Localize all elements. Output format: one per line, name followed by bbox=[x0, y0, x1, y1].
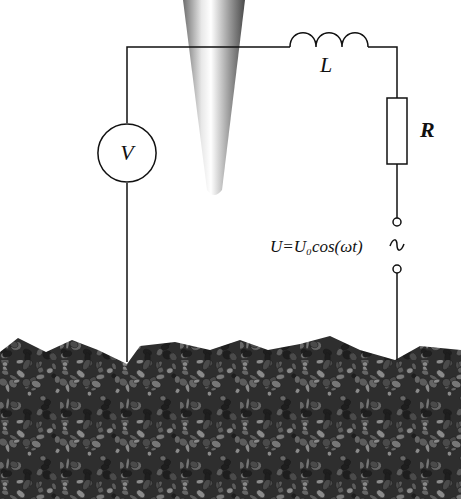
resistor-symbol bbox=[387, 98, 407, 164]
voltmeter: V bbox=[97, 123, 157, 183]
inductor-label: L bbox=[320, 52, 332, 78]
source-formula: U=U₀cos(ωt) bbox=[270, 237, 363, 257]
meter-letter: V bbox=[120, 140, 133, 166]
resistor-label: R bbox=[420, 117, 435, 143]
inductor-coil bbox=[290, 33, 368, 47]
wire bbox=[127, 47, 397, 362]
gravel-ground bbox=[0, 336, 461, 499]
ac-source-symbol bbox=[390, 218, 404, 273]
metal-probe bbox=[183, 0, 245, 195]
